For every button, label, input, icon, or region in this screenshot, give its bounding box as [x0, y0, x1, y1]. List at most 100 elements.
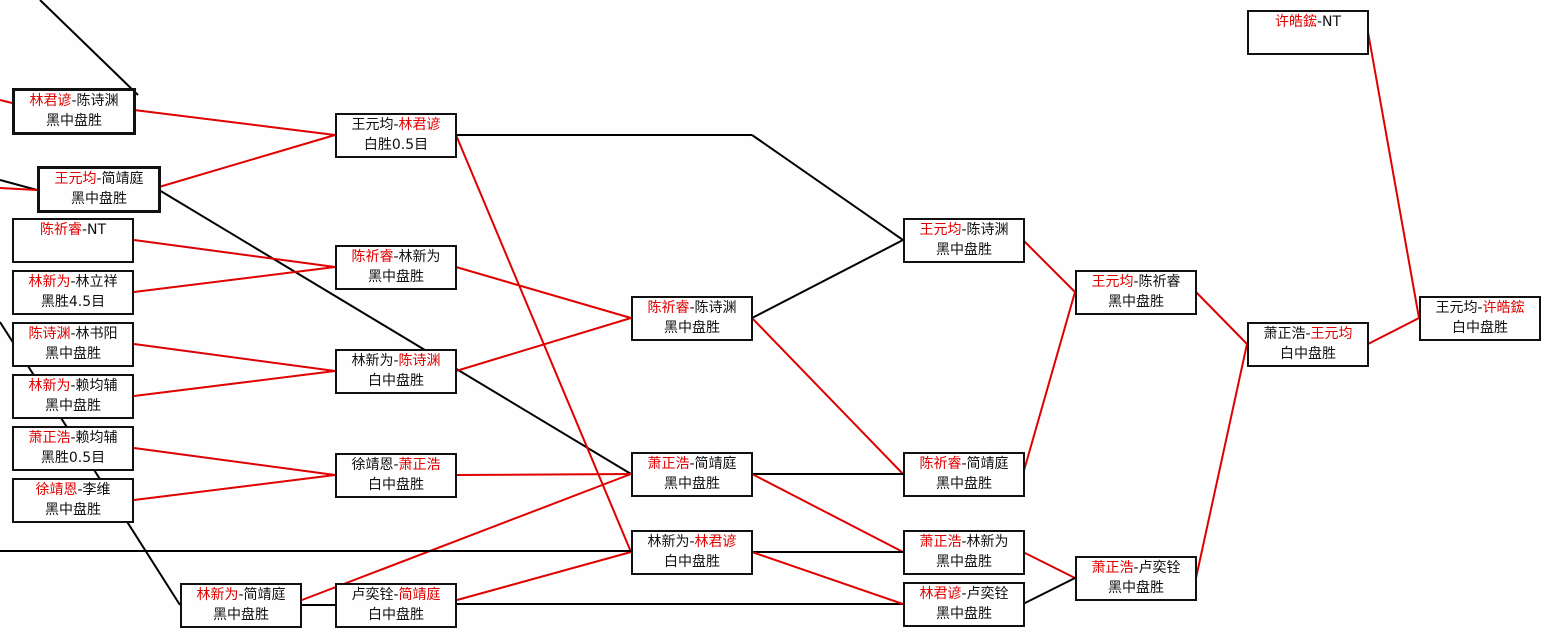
match-players: 陈祈睿-林新为 [337, 247, 455, 267]
match-result: 黑中盘胜 [213, 607, 269, 623]
player-black: 陈诗渊 [28, 326, 71, 342]
match-box-r1-4: 林新为-林立祥黑胜4.5目 [12, 270, 134, 315]
match-result: 白中盘胜 [664, 554, 720, 570]
separator: - [961, 222, 967, 238]
match-box-r1-7: 萧正浩-赖均辅黑胜0.5目 [12, 426, 134, 471]
match-result: 白中盘胜 [1280, 346, 1336, 362]
separator: - [81, 222, 88, 238]
winner-connector [1367, 317, 1420, 345]
match-result: 黑中盘胜 [664, 476, 720, 492]
loser-connector [158, 189, 632, 475]
player-white: 赖均辅 [75, 378, 118, 394]
match-result: 黑中盘胜 [936, 242, 992, 258]
winner-connector [133, 474, 336, 501]
separator: - [238, 587, 244, 603]
player-black: 林新为 [351, 353, 394, 369]
match-box-r3-1: 陈祈睿-陈诗渊黑中盘胜 [631, 296, 753, 341]
match-players: 许皓鋐-NT [1249, 12, 1367, 32]
match-players: 王元均-许皓鋐 [1421, 298, 1539, 318]
player-black: 陈祈睿 [919, 456, 962, 472]
match-result: 黑中盘胜 [1108, 294, 1164, 310]
match-players: 萧正浩-简靖庭 [633, 454, 751, 474]
separator: - [1133, 560, 1139, 576]
match-box-r1-5: 陈诗渊-林书阳黑中盘胜 [12, 322, 134, 367]
winner-connector [751, 317, 904, 475]
player-black: 徐靖恩 [35, 482, 78, 498]
separator: - [96, 171, 102, 187]
winner-connector [158, 134, 336, 188]
separator: - [70, 378, 76, 394]
player-black: 萧正浩 [919, 534, 962, 550]
player-black: 徐靖恩 [351, 457, 394, 473]
match-players: 林新为-简靖庭 [182, 585, 300, 605]
player-black: 王元均 [1091, 274, 1134, 290]
match-players: 陈祈睿-简靖庭 [905, 454, 1023, 474]
separator: - [961, 456, 967, 472]
player-white: 许皓鋐 [1482, 300, 1525, 316]
match-players: 林君谚-陈诗渊 [15, 91, 133, 111]
match-players: 王元均-简靖庭 [40, 169, 158, 189]
player-white: 陈祈睿 [1138, 274, 1181, 290]
player-white: NT [1322, 14, 1342, 30]
player-black: 萧正浩 [28, 430, 71, 446]
match-box-r3-3: 林新为-林君谚白中盘胜 [631, 530, 753, 575]
match-result: 黑中盘胜 [368, 269, 424, 285]
match-result: 白中盘胜 [368, 607, 424, 623]
player-black: 林君谚 [919, 586, 962, 602]
player-white: 林立祥 [75, 274, 118, 290]
player-black: 萧正浩 [647, 456, 690, 472]
player-white: 简靖庭 [101, 171, 144, 187]
winner-connector [133, 343, 336, 372]
loser-connector [39, 0, 139, 96]
separator: - [70, 430, 76, 446]
player-white: 林新为 [966, 534, 1009, 550]
winner-connector [0, 99, 13, 104]
separator: - [393, 587, 399, 603]
winner-connector [133, 239, 336, 268]
match-result: 黑中盘胜 [45, 346, 101, 362]
separator: - [1477, 300, 1483, 316]
winner-connector [0, 187, 38, 191]
winner-connector [1022, 551, 1076, 579]
match-players: 卢奕铨-简靖庭 [337, 585, 455, 605]
separator: - [70, 326, 76, 342]
separator: - [77, 482, 83, 498]
match-players: 王元均-林君谚 [337, 115, 455, 135]
winner-connector [751, 551, 904, 605]
winner-connector [1195, 291, 1248, 345]
match-players: 林新为-陈诗渊 [337, 351, 455, 371]
player-black: 林新为 [196, 587, 239, 603]
match-box-r4-4: 林君谚-卢奕铨黑中盘胜 [903, 582, 1025, 627]
match-players: 徐靖恩-李维 [14, 480, 132, 500]
player-white: 林君谚 [398, 117, 441, 133]
player-white: 简靖庭 [243, 587, 286, 603]
player-black: 王元均 [54, 171, 97, 187]
match-box-r2-3: 林新为-陈诗渊白中盘胜 [335, 349, 457, 394]
separator: - [689, 534, 695, 550]
match-players: 林君谚-卢奕铨 [905, 584, 1023, 604]
separator: - [71, 93, 77, 109]
match-players: 林新为-赖均辅 [14, 376, 132, 396]
winner-connector [455, 317, 632, 372]
winner-connector [455, 266, 632, 319]
loser-connector [0, 179, 38, 191]
player-black: 王元均 [919, 222, 962, 238]
match-result: 黑中盘胜 [936, 554, 992, 570]
separator: - [1305, 326, 1311, 342]
match-players: 萧正浩-王元均 [1249, 324, 1367, 344]
match-box-r1-3: 陈祈睿-NT [12, 218, 134, 263]
separator: - [689, 456, 695, 472]
separator: - [70, 274, 76, 290]
match-players: 陈祈睿-NT [14, 220, 132, 240]
match-box-r4-1: 王元均-陈诗渊黑中盘胜 [903, 218, 1025, 263]
match-result: 白中盘胜 [1452, 320, 1508, 336]
match-box-r5-1: 王元均-陈祈睿黑中盘胜 [1075, 270, 1197, 315]
match-players: 徐靖恩-萧正浩 [337, 455, 455, 475]
match-result: 黑中盘胜 [46, 113, 102, 129]
match-result: 黑中盘胜 [1108, 580, 1164, 596]
winner-connector [751, 473, 904, 553]
player-white: 陈诗渊 [694, 300, 737, 316]
match-box-r1-10: 卢奕铨-简靖庭白中盘胜 [335, 583, 457, 628]
match-result: 黑中盘胜 [45, 502, 101, 518]
player-black: 林君谚 [29, 93, 72, 109]
